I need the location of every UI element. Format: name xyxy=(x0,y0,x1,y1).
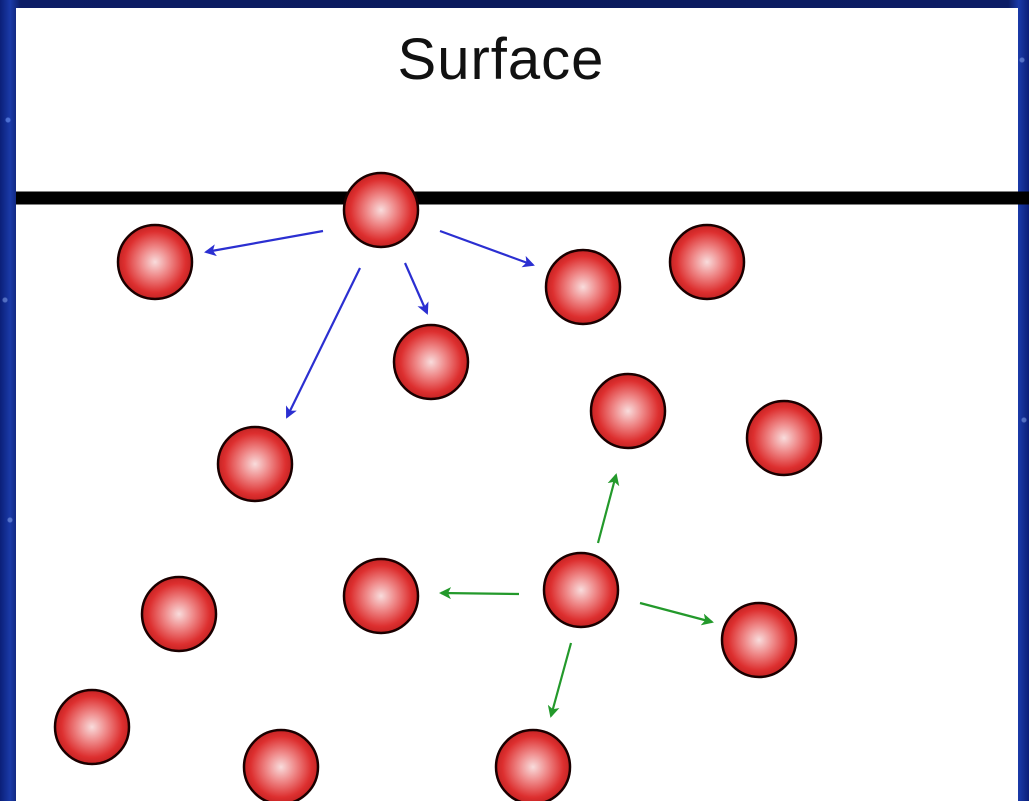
interior-arrow-right xyxy=(639,601,714,626)
molecule xyxy=(216,425,294,503)
molecule xyxy=(720,601,798,679)
molecule xyxy=(589,372,667,450)
molecule xyxy=(668,223,746,301)
molecule xyxy=(116,223,194,301)
molecule xyxy=(494,728,572,801)
surface-molecule xyxy=(342,171,420,249)
molecule xyxy=(745,399,823,477)
molecule xyxy=(242,728,320,801)
interior-arrow-up xyxy=(596,473,620,544)
diagram-title: Surface xyxy=(397,27,605,92)
surface-arrow-down xyxy=(403,262,429,315)
molecule xyxy=(140,575,218,653)
molecule xyxy=(544,248,622,326)
molecule xyxy=(342,557,420,635)
interior-arrow-left xyxy=(439,587,520,600)
surface-arrow-right xyxy=(439,229,535,268)
interior-arrow-down xyxy=(547,642,573,718)
molecule xyxy=(53,688,131,766)
surface-arrow-down-left xyxy=(286,267,361,419)
diagram-panel xyxy=(16,8,1018,801)
surface-arrow-left xyxy=(204,229,324,257)
interior-molecule xyxy=(542,551,620,629)
molecule xyxy=(392,323,470,401)
